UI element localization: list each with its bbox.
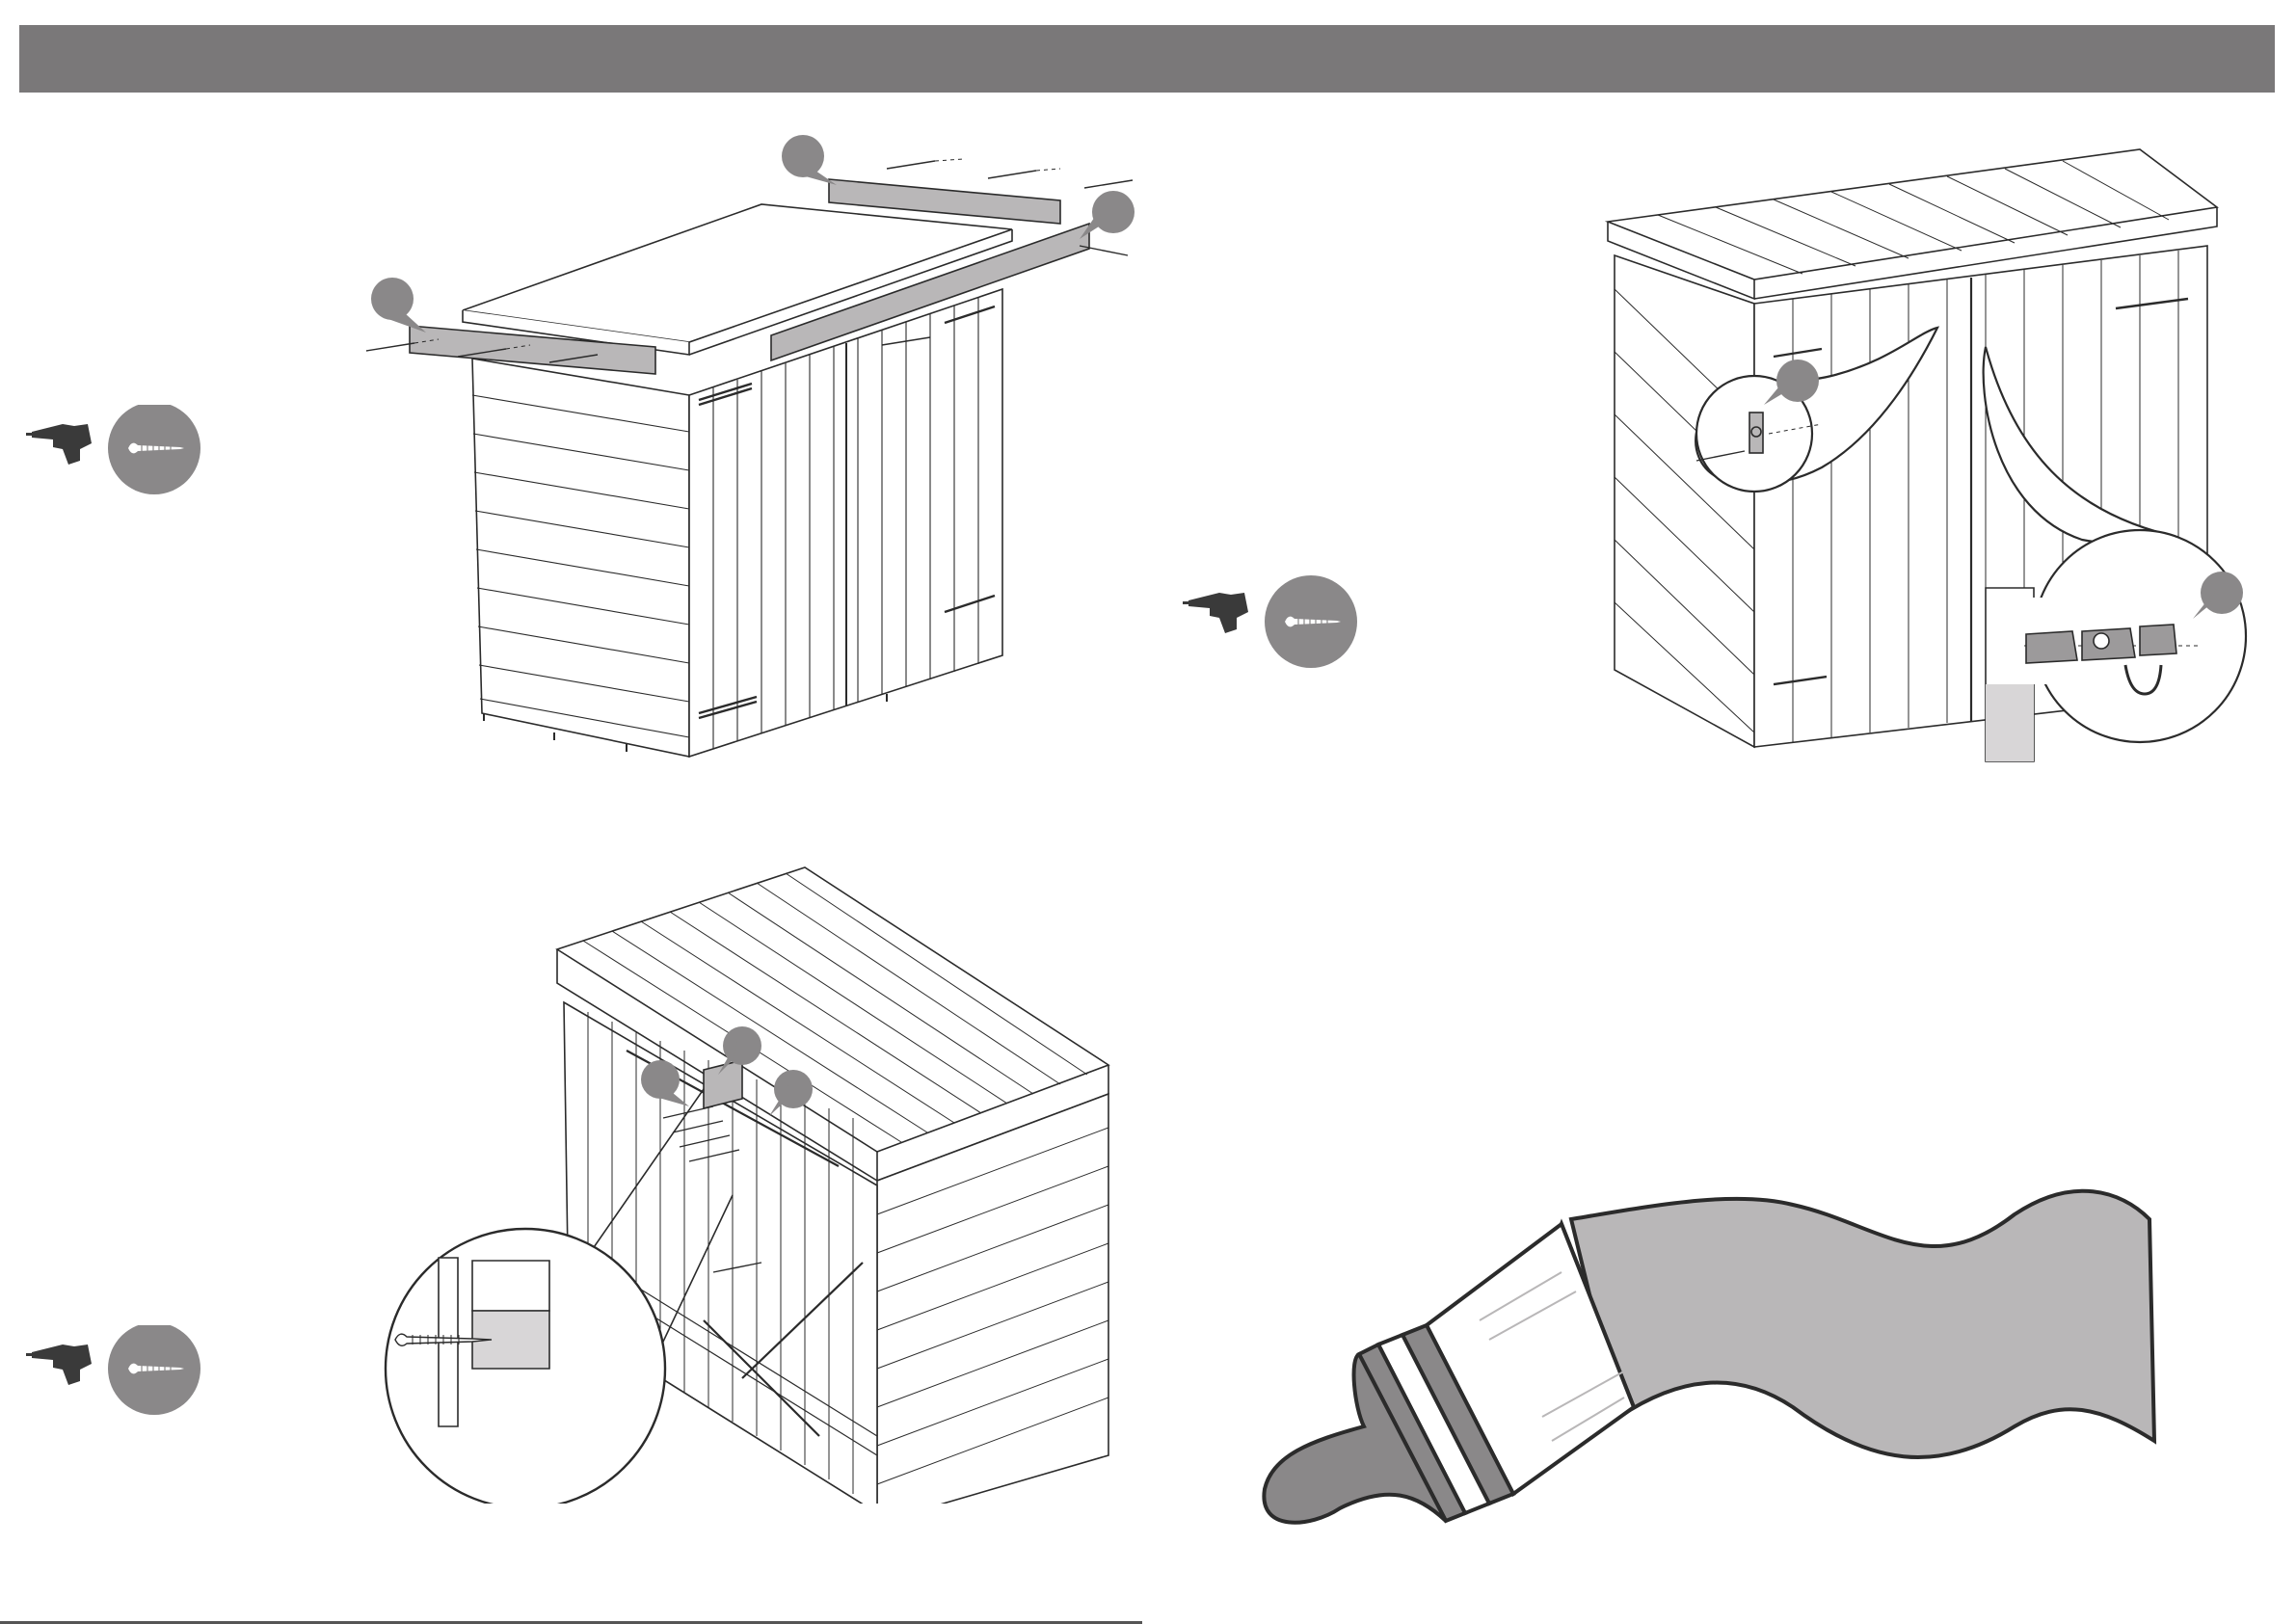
tool-badge-1 [24,405,217,511]
step-door-latch-and-bolt [1590,145,2265,800]
step-rear-frame-fixing [337,858,1128,1504]
callout-marker [1776,359,1819,402]
callout-marker [641,1060,680,1099]
paint-stroke [1571,1191,2154,1457]
header-bar [19,25,2275,93]
tool-badge-2 [1181,573,1374,679]
step-paint-treatment [1253,1166,2178,1571]
callout-marker [371,278,414,320]
tool-badge-3 [24,1325,217,1431]
callout-marker [2201,572,2243,614]
callout-marker [782,135,824,177]
drill-icon [26,1344,92,1385]
drill-icon [26,424,92,465]
drill-icon [1183,593,1248,633]
step-roof-fascia [347,116,1166,771]
